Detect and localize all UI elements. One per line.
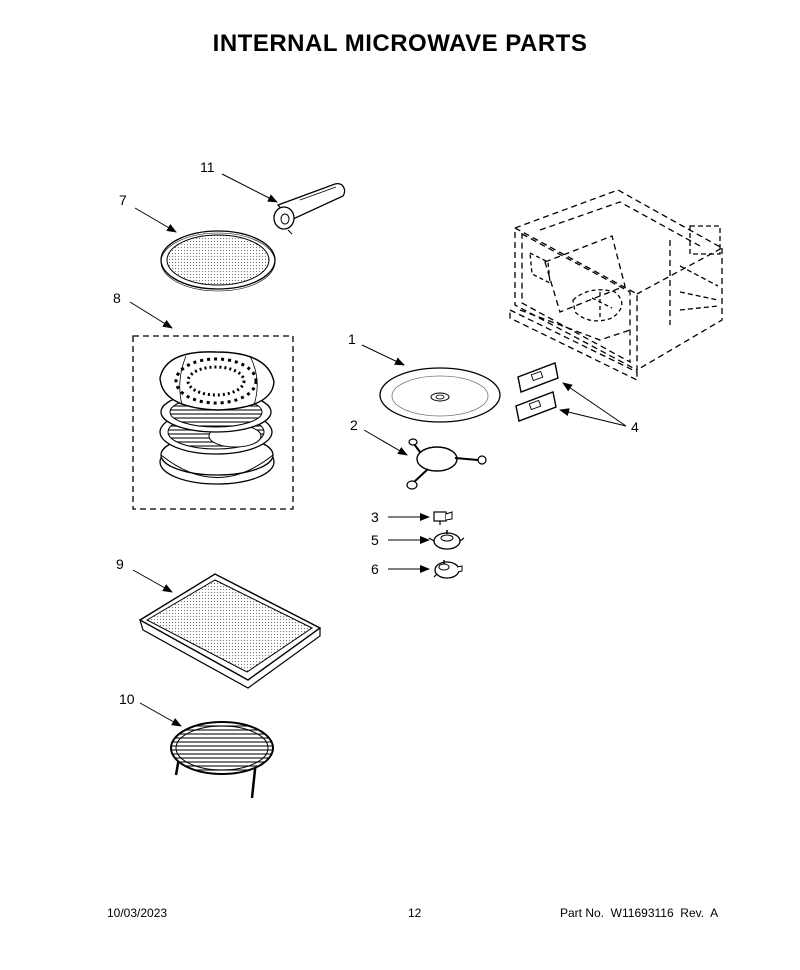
part-9-baking-tray xyxy=(138,573,322,689)
part-11-handle xyxy=(273,183,346,235)
footer-part-number: Part No. W11693116 Rev. A xyxy=(560,906,719,920)
callout-2: 2 xyxy=(350,417,358,433)
microwave-cavity-reference xyxy=(509,189,724,382)
callout-line-1 xyxy=(361,344,405,366)
part-4-waveguide-covers xyxy=(515,362,559,422)
callout-line-9 xyxy=(132,569,173,593)
part-8-steamer-set xyxy=(159,351,275,485)
callout-11: 11 xyxy=(200,159,215,175)
callout-9: 9 xyxy=(116,556,124,572)
callout-5: 5 xyxy=(371,532,379,548)
callout-line-8 xyxy=(129,301,173,329)
page-title: INTERNAL MICROWAVE PARTS xyxy=(212,30,588,57)
callout-1: 1 xyxy=(348,331,356,347)
callout-6: 6 xyxy=(371,561,379,577)
callout-line-10 xyxy=(139,702,182,727)
callout-line-4b xyxy=(559,408,627,427)
callout-line-4a xyxy=(562,382,627,427)
part-3-coupler xyxy=(433,511,453,525)
callout-line-11 xyxy=(221,173,278,203)
callout-3: 3 xyxy=(371,509,379,525)
callout-7: 7 xyxy=(119,192,127,208)
callout-8: 8 xyxy=(113,290,121,306)
footer-date: 10/03/2023 xyxy=(107,906,168,920)
part-5-turntable-motor xyxy=(428,530,465,550)
callout-line-7 xyxy=(134,207,177,233)
part-10-wire-rack xyxy=(170,721,274,799)
part-7-crisper-pan xyxy=(160,230,276,292)
footer-page-number: 12 xyxy=(408,906,422,920)
callout-line-2 xyxy=(363,429,408,456)
callout-10: 10 xyxy=(119,691,135,707)
part-6-motor xyxy=(433,560,463,579)
part-8-kit-outline xyxy=(132,335,294,510)
callout-4: 4 xyxy=(631,419,639,435)
part-1-turntable-tray xyxy=(379,367,501,423)
part-2-roller-support xyxy=(406,438,487,490)
